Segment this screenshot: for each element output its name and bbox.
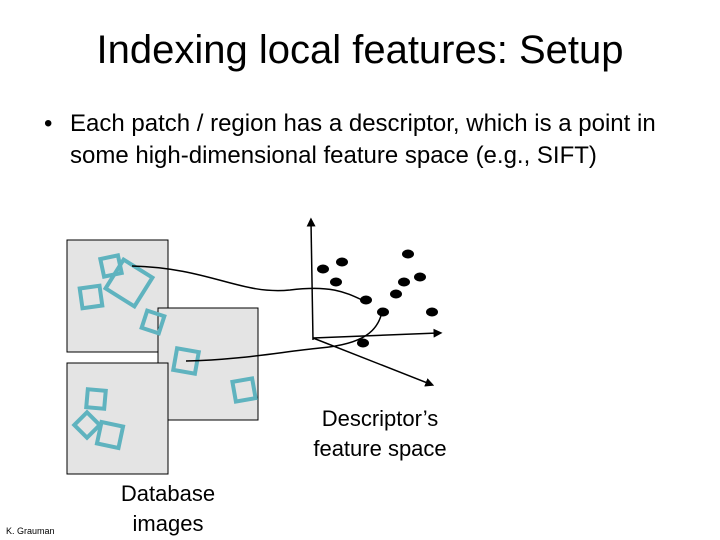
feature-axis-y (306, 217, 316, 341)
descriptor-point (357, 338, 369, 348)
descriptor-point (336, 257, 348, 267)
patch-square (102, 256, 156, 310)
database-images-caption: Database images (120, 481, 216, 536)
descriptor-point (414, 272, 426, 282)
feature-axis-x (312, 328, 443, 339)
patch-square (170, 345, 202, 377)
patch-square (71, 409, 103, 441)
feature-space-caption: Descriptor’s feature space (313, 406, 447, 461)
patch-square (77, 283, 105, 311)
bullet-marker: • (44, 110, 53, 137)
descriptor-point (390, 289, 402, 299)
author-credit: K. Grauman (6, 526, 55, 536)
descriptor-point (317, 264, 329, 274)
descriptor-point (402, 249, 414, 259)
feature-axis-z (312, 337, 435, 387)
bullet-text: Each patch / region has a descriptor, wh… (70, 110, 656, 169)
database-image-3 (66, 362, 169, 475)
descriptor-point (360, 295, 372, 305)
patch-square (230, 376, 258, 404)
patch-square (94, 419, 126, 451)
patch-square (139, 308, 167, 336)
descriptor-point (398, 277, 410, 287)
mapping-arrow (131, 265, 363, 301)
descriptor-point (426, 307, 438, 317)
descriptor-point (377, 307, 389, 317)
patch-square (84, 387, 108, 411)
descriptor-point (330, 277, 342, 287)
mapping-arrow (185, 311, 383, 362)
slide-title: Indexing local features: Setup (96, 28, 624, 72)
